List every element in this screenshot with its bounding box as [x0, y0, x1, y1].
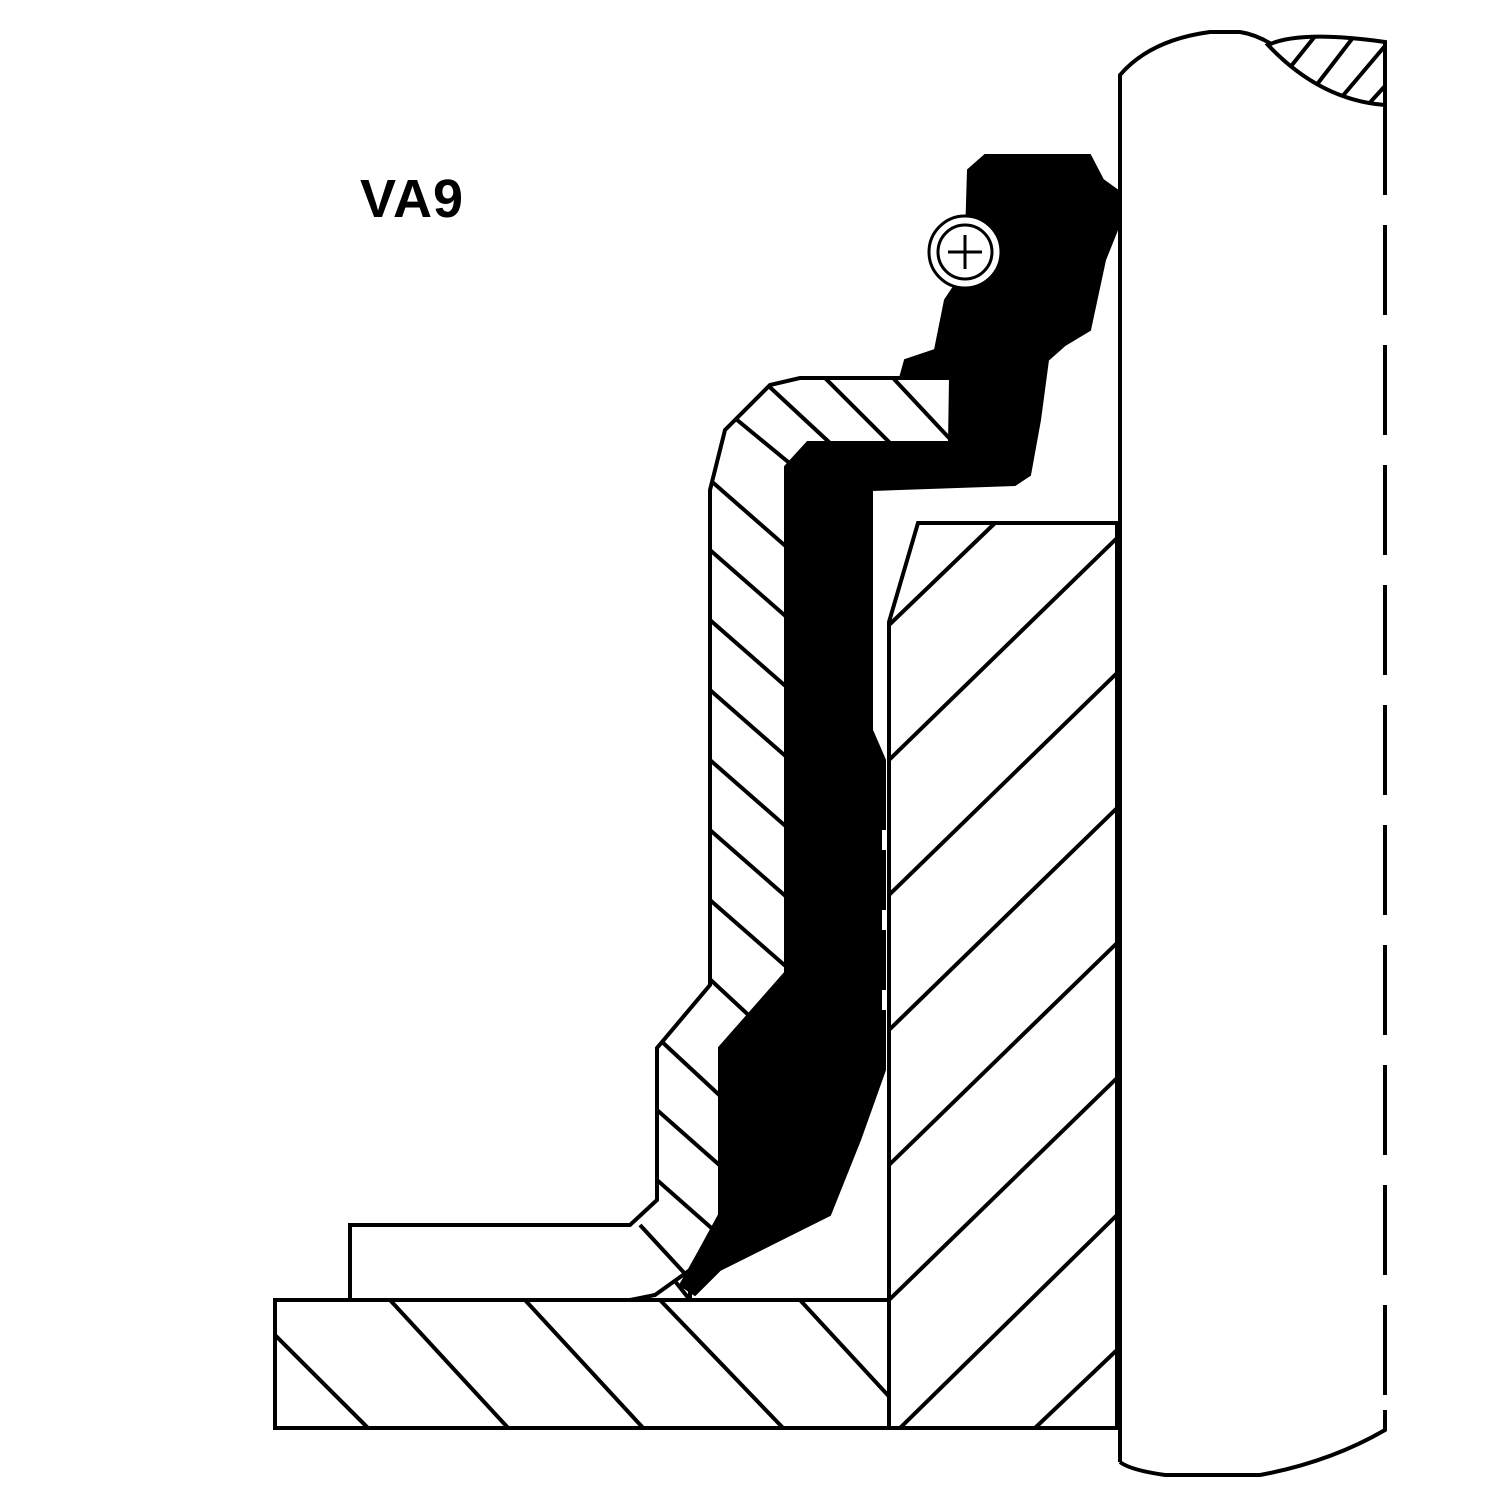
valve-stem	[1118, 30, 1387, 1477]
seal-guide-gap-marks	[882, 830, 887, 1010]
cylinder-head	[273, 1298, 891, 1430]
garter-spring-icon	[927, 214, 1003, 290]
seal-body	[678, 154, 1118, 1297]
valve-guide	[887, 521, 1119, 1430]
part-number-label: VA9	[360, 169, 465, 229]
